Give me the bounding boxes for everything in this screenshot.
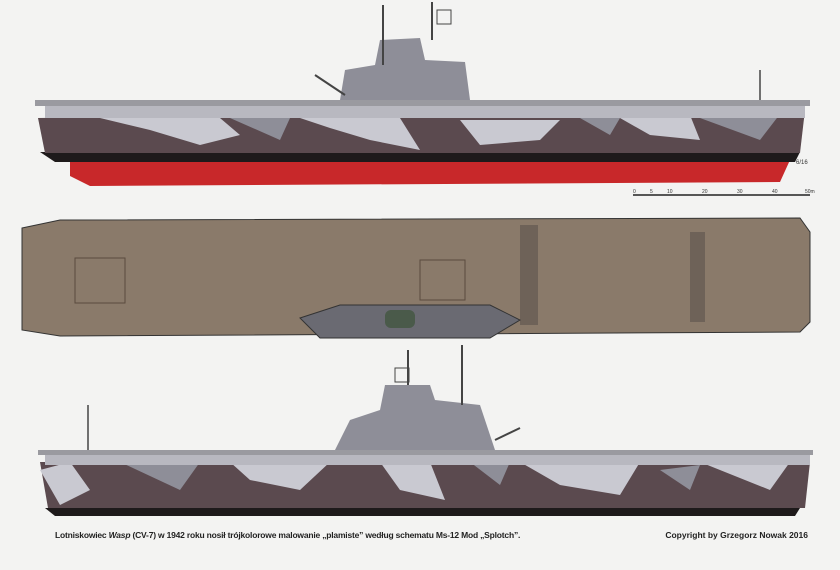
island xyxy=(335,385,495,450)
crane xyxy=(494,427,521,441)
copyright-notice: Copyright by Grzegorz Nowak 2016 xyxy=(665,530,808,540)
camo-light-patches xyxy=(40,462,790,505)
flight-deck-edge xyxy=(35,100,810,106)
caption-suffix: (CV-7) w 1942 roku nosił trójkolorowe ma… xyxy=(130,530,521,540)
flight-deck xyxy=(21,217,811,337)
caption-prefix: Lotniskowiec xyxy=(55,530,109,540)
scale-label: 40 xyxy=(772,189,778,195)
port-profile xyxy=(38,345,813,516)
deck-hatch xyxy=(520,225,538,325)
island xyxy=(340,38,470,100)
deck-elevator xyxy=(74,257,126,304)
scale-label: 5 xyxy=(650,189,653,195)
flight-deck-edge xyxy=(38,450,813,455)
scale-label: 50m xyxy=(805,189,815,195)
scale-bar: 0 5 10 20 30 40 50m xyxy=(633,189,815,196)
deck-elevator xyxy=(419,259,466,301)
gallery-deck xyxy=(45,455,810,465)
radar-antenna xyxy=(436,9,452,25)
plan-view xyxy=(21,217,811,339)
island-top xyxy=(385,310,415,328)
crane xyxy=(314,74,346,96)
figure-caption: Lotniskowiec Wasp (CV-7) w 1942 roku nos… xyxy=(55,530,520,540)
boot-topping xyxy=(40,152,800,162)
scale-label: 20 xyxy=(702,189,708,195)
gallery-deck xyxy=(45,106,805,118)
boot-topping xyxy=(45,508,800,516)
hull-number-mark: 6/16 xyxy=(796,160,808,166)
starboard-profile: 6/16 xyxy=(35,2,810,186)
caption-ship-name: Wasp xyxy=(108,530,131,540)
deck-hatch xyxy=(690,232,705,322)
radar-antenna xyxy=(394,367,410,383)
scale-label: 30 xyxy=(737,189,743,195)
scale-label: 10 xyxy=(667,189,673,195)
red-underwater-hull xyxy=(70,160,790,186)
scale-label: 0 xyxy=(633,189,636,195)
camo-light-patches xyxy=(100,115,700,150)
